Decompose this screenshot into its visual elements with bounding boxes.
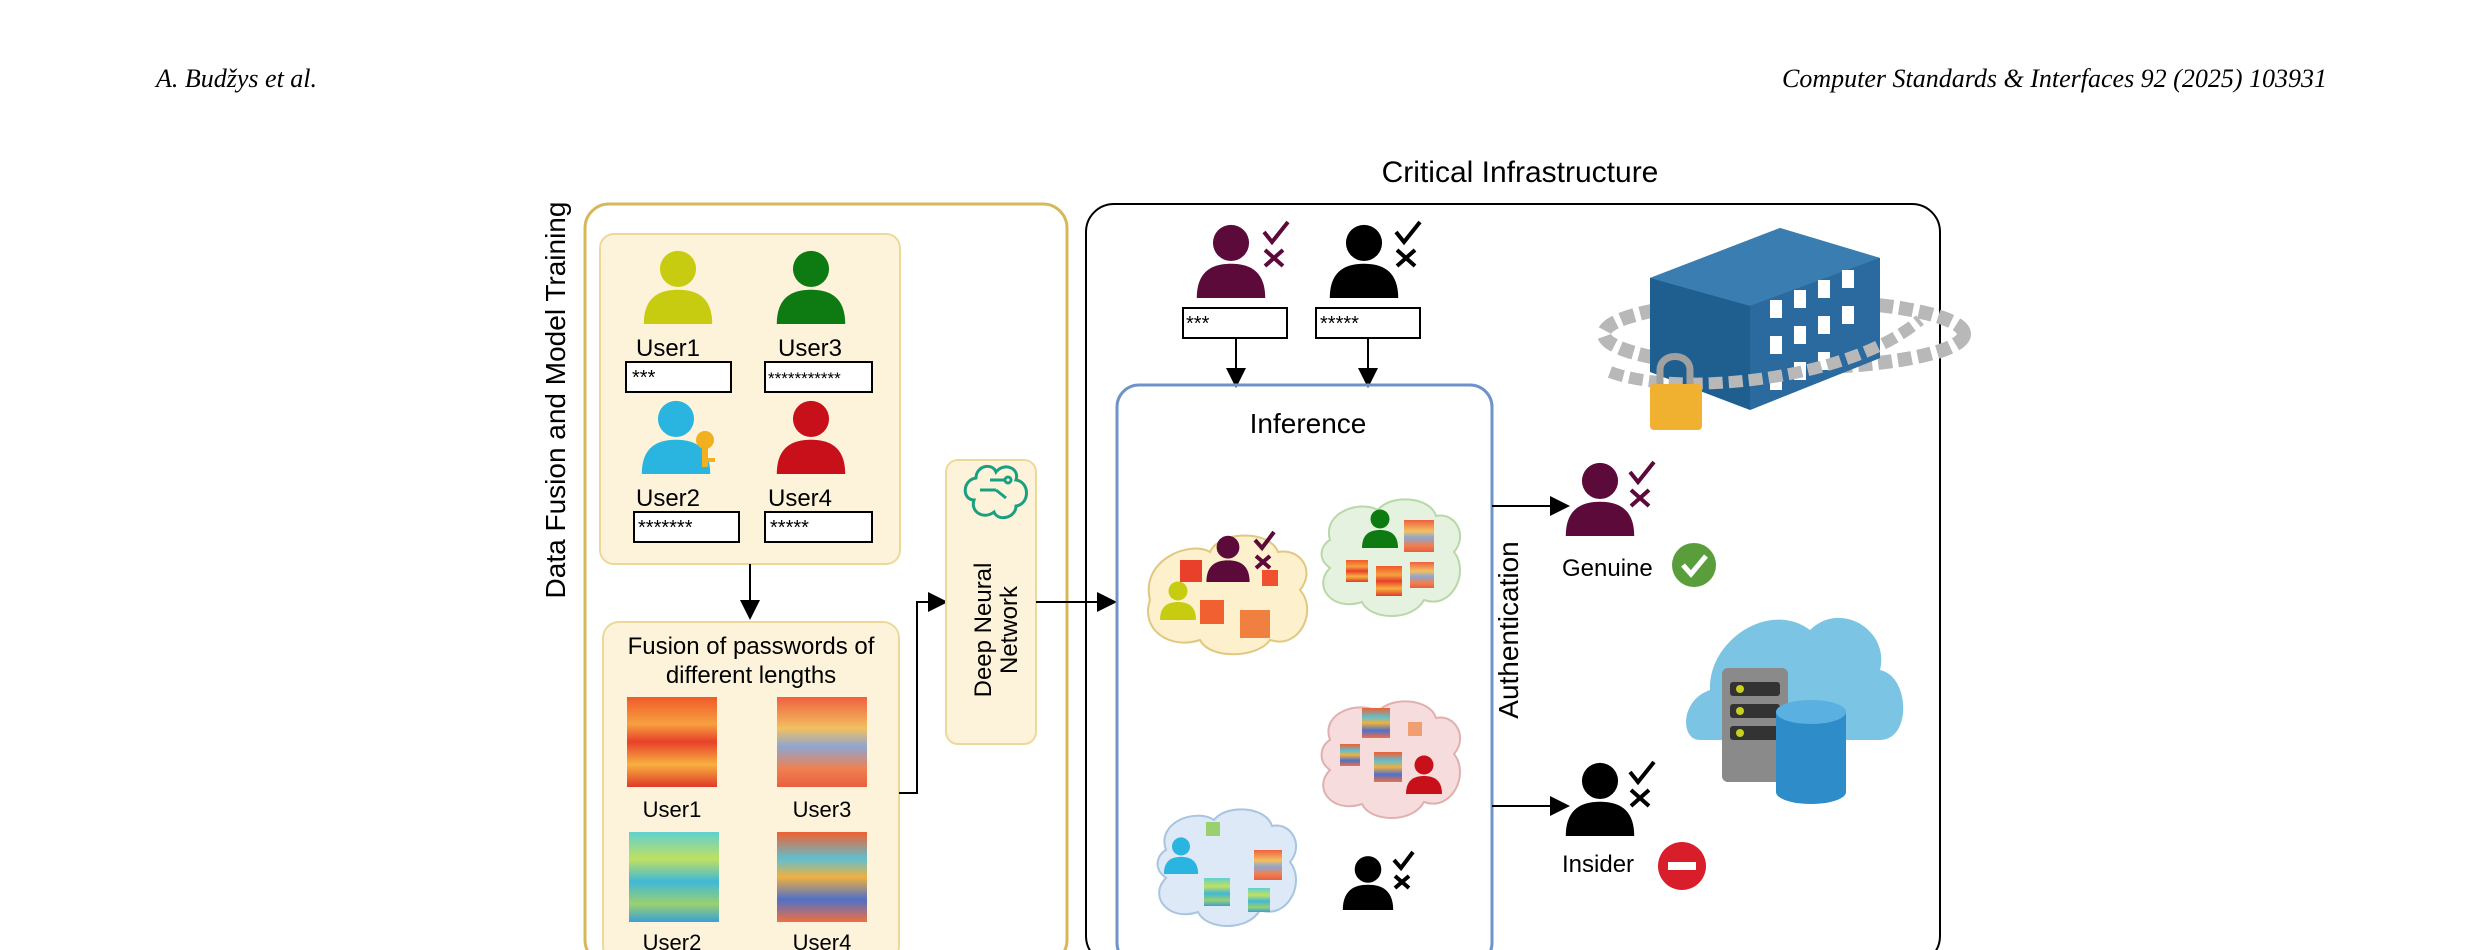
user1-password-field — [625, 361, 732, 393]
input-user-insider-icon — [1329, 224, 1399, 298]
user1-password: *** — [632, 367, 656, 389]
user2-password: ******* — [638, 517, 693, 539]
user2-label: User2 — [636, 485, 700, 512]
user4-password-field — [764, 511, 873, 543]
user1-label: User1 — [636, 335, 700, 362]
cloud-server-icon — [1686, 617, 1904, 804]
inference-box — [1115, 383, 1494, 950]
training-panel-label: Data Fusion and Model Training — [540, 202, 571, 599]
inference-label: Inference — [1250, 408, 1367, 439]
check-cross-icon — [1262, 220, 1290, 268]
fusion-label-line2: different lengths — [666, 662, 836, 689]
user3-password-field — [764, 361, 873, 393]
dnn-label-line2: Network — [996, 585, 1023, 674]
input-password-field-1 — [1182, 307, 1288, 339]
insider-outcome-icon — [1565, 762, 1635, 836]
user4-label: User4 — [768, 485, 832, 512]
running-header-journal: Computer Standards & Interfaces 92 (2025… — [1782, 64, 2327, 93]
user3-password: *********** — [768, 369, 841, 388]
check-circle-icon — [1672, 543, 1716, 587]
genuine-label: Genuine — [1562, 555, 1653, 582]
check-cross-icon — [1394, 220, 1422, 268]
fusion-image-user1 — [627, 697, 717, 787]
inference-cluster-user4 — [1320, 700, 1461, 819]
input-password-2: ***** — [1320, 313, 1359, 335]
check-cross-icon — [1628, 760, 1656, 808]
building-icon — [1597, 228, 1971, 410]
key-icon — [696, 431, 715, 467]
fusion-label-user3: User3 — [793, 797, 852, 822]
infrastructure-panel — [1085, 203, 1941, 950]
arrow-fusion-to-dnn — [899, 592, 948, 794]
authentication-label: Authentication — [1493, 541, 1524, 718]
brain-circuit-icon — [963, 464, 1028, 520]
fusion-image-user4 — [777, 832, 867, 922]
fusion-label-user2: User2 — [643, 930, 702, 950]
fusion-image-user3 — [777, 697, 867, 787]
fusion-label-line1: Fusion of passwords of — [628, 633, 875, 660]
inference-cluster-user3 — [1320, 498, 1461, 617]
fusion-label-user1: User1 — [643, 797, 702, 822]
check-cross-icon — [1392, 850, 1415, 890]
check-cross-icon — [1628, 460, 1656, 508]
genuine-outcome-icon — [1565, 462, 1635, 536]
inference-cluster-user2 — [1156, 808, 1297, 927]
check-cross-icon — [1253, 530, 1276, 570]
running-header-authors: A. Budžys et al. — [156, 64, 318, 93]
fusion-label-user4: User4 — [793, 930, 852, 950]
padlock-icon — [1650, 353, 1702, 430]
user2-password-field — [633, 511, 740, 543]
input-password-1: *** — [1186, 313, 1210, 335]
figure-title: Critical Infrastructure — [1382, 156, 1659, 189]
dnn-label-line1: Deep Neural — [970, 563, 997, 698]
insider-label: Insider — [1562, 851, 1634, 878]
training-panel — [583, 202, 1069, 950]
fusion-image-user2 — [629, 832, 719, 922]
input-user-genuine-icon — [1196, 224, 1266, 298]
user4-password: ***** — [770, 517, 809, 539]
insider-user-icon — [1342, 856, 1394, 910]
no-entry-icon — [1658, 842, 1706, 890]
user3-label: User3 — [778, 335, 842, 362]
